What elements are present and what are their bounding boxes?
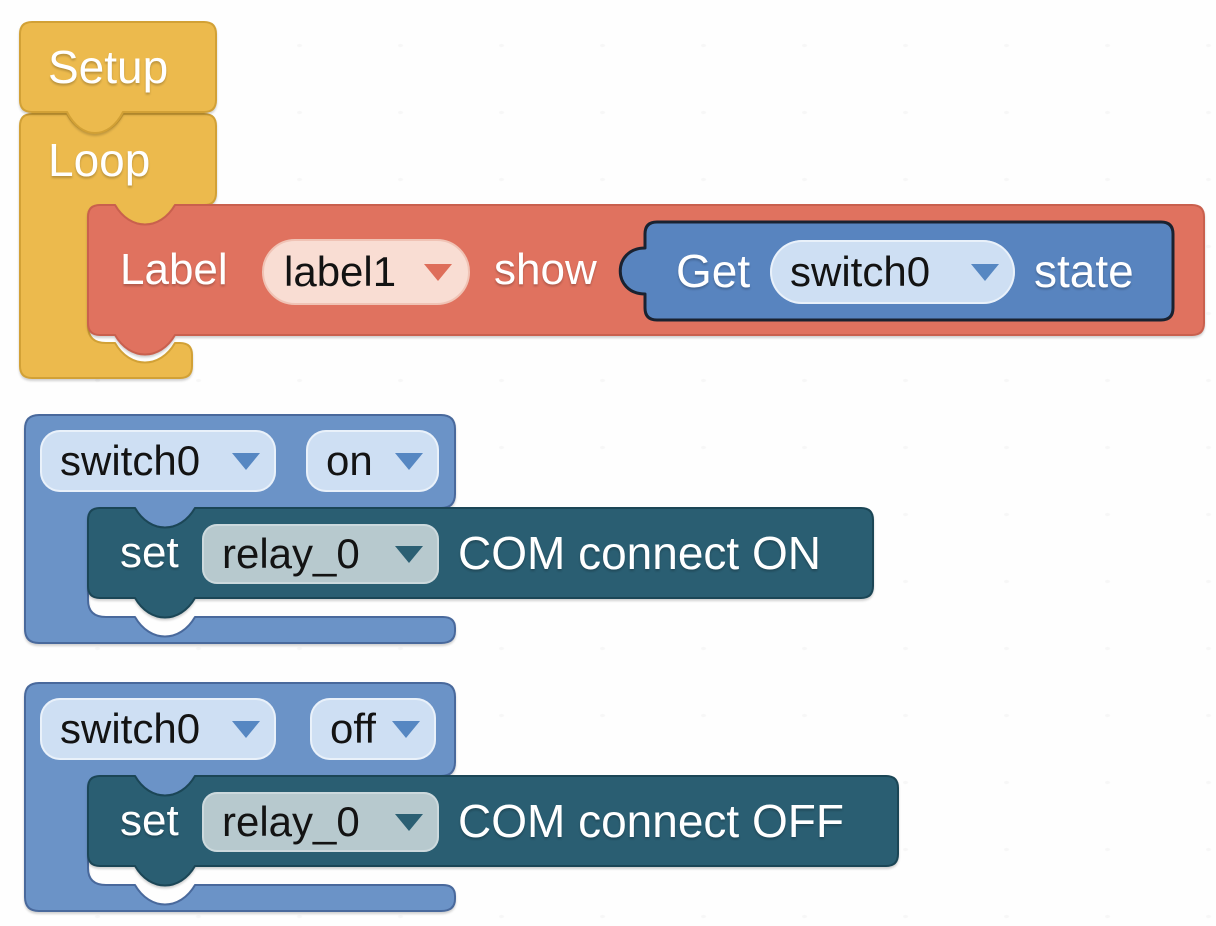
dropdown-arrow-icon — [232, 720, 260, 738]
switch-off-event-value: off — [330, 705, 376, 752]
switch-off-device-dropdown[interactable]: switch0 — [40, 698, 276, 760]
switch-on-device-dropdown[interactable]: switch0 — [40, 430, 276, 492]
action-text-on: COM connect ON — [458, 527, 821, 579]
dropdown-arrow-icon — [392, 720, 420, 738]
get-switch-dropdown[interactable]: switch0 — [770, 240, 1015, 304]
switch-on-event-value: on — [326, 437, 373, 484]
relay-dropdown-off-value: relay_0 — [222, 798, 360, 845]
loop-block-shape[interactable] — [19, 113, 217, 379]
label1-dropdown[interactable]: label1 — [262, 239, 470, 305]
setup-label: Setup — [48, 41, 169, 93]
dropdown-arrow-icon — [424, 263, 452, 281]
setup-block-shape[interactable] — [19, 21, 217, 134]
dropdown-arrow-icon — [232, 452, 260, 470]
relay-dropdown-on[interactable]: relay_0 — [202, 524, 439, 584]
get-text: Get — [676, 245, 751, 297]
state-text: state — [1034, 245, 1134, 297]
switch-off-event-dropdown[interactable]: off — [310, 698, 436, 760]
set-text-on: set — [120, 528, 179, 577]
switch-on-event-dropdown[interactable]: on — [306, 430, 439, 492]
set-text-off: set — [120, 796, 179, 845]
dropdown-arrow-icon — [971, 263, 999, 281]
switch-off-device-value: switch0 — [60, 705, 201, 752]
action-text-off: COM connect OFF — [458, 795, 844, 847]
label-text: Label — [120, 245, 228, 294]
relay-dropdown-on-value: relay_0 — [222, 530, 360, 577]
get-switch-dropdown-value: switch0 — [790, 248, 931, 295]
loop-label: Loop — [48, 134, 151, 186]
dropdown-arrow-icon — [395, 813, 423, 831]
label1-dropdown-value: label1 — [284, 248, 397, 295]
dropdown-arrow-icon — [395, 452, 423, 470]
dropdown-arrow-icon — [395, 545, 423, 563]
show-text: show — [494, 245, 597, 294]
switch-on-device-value: switch0 — [60, 437, 201, 484]
relay-dropdown-off[interactable]: relay_0 — [202, 792, 439, 852]
